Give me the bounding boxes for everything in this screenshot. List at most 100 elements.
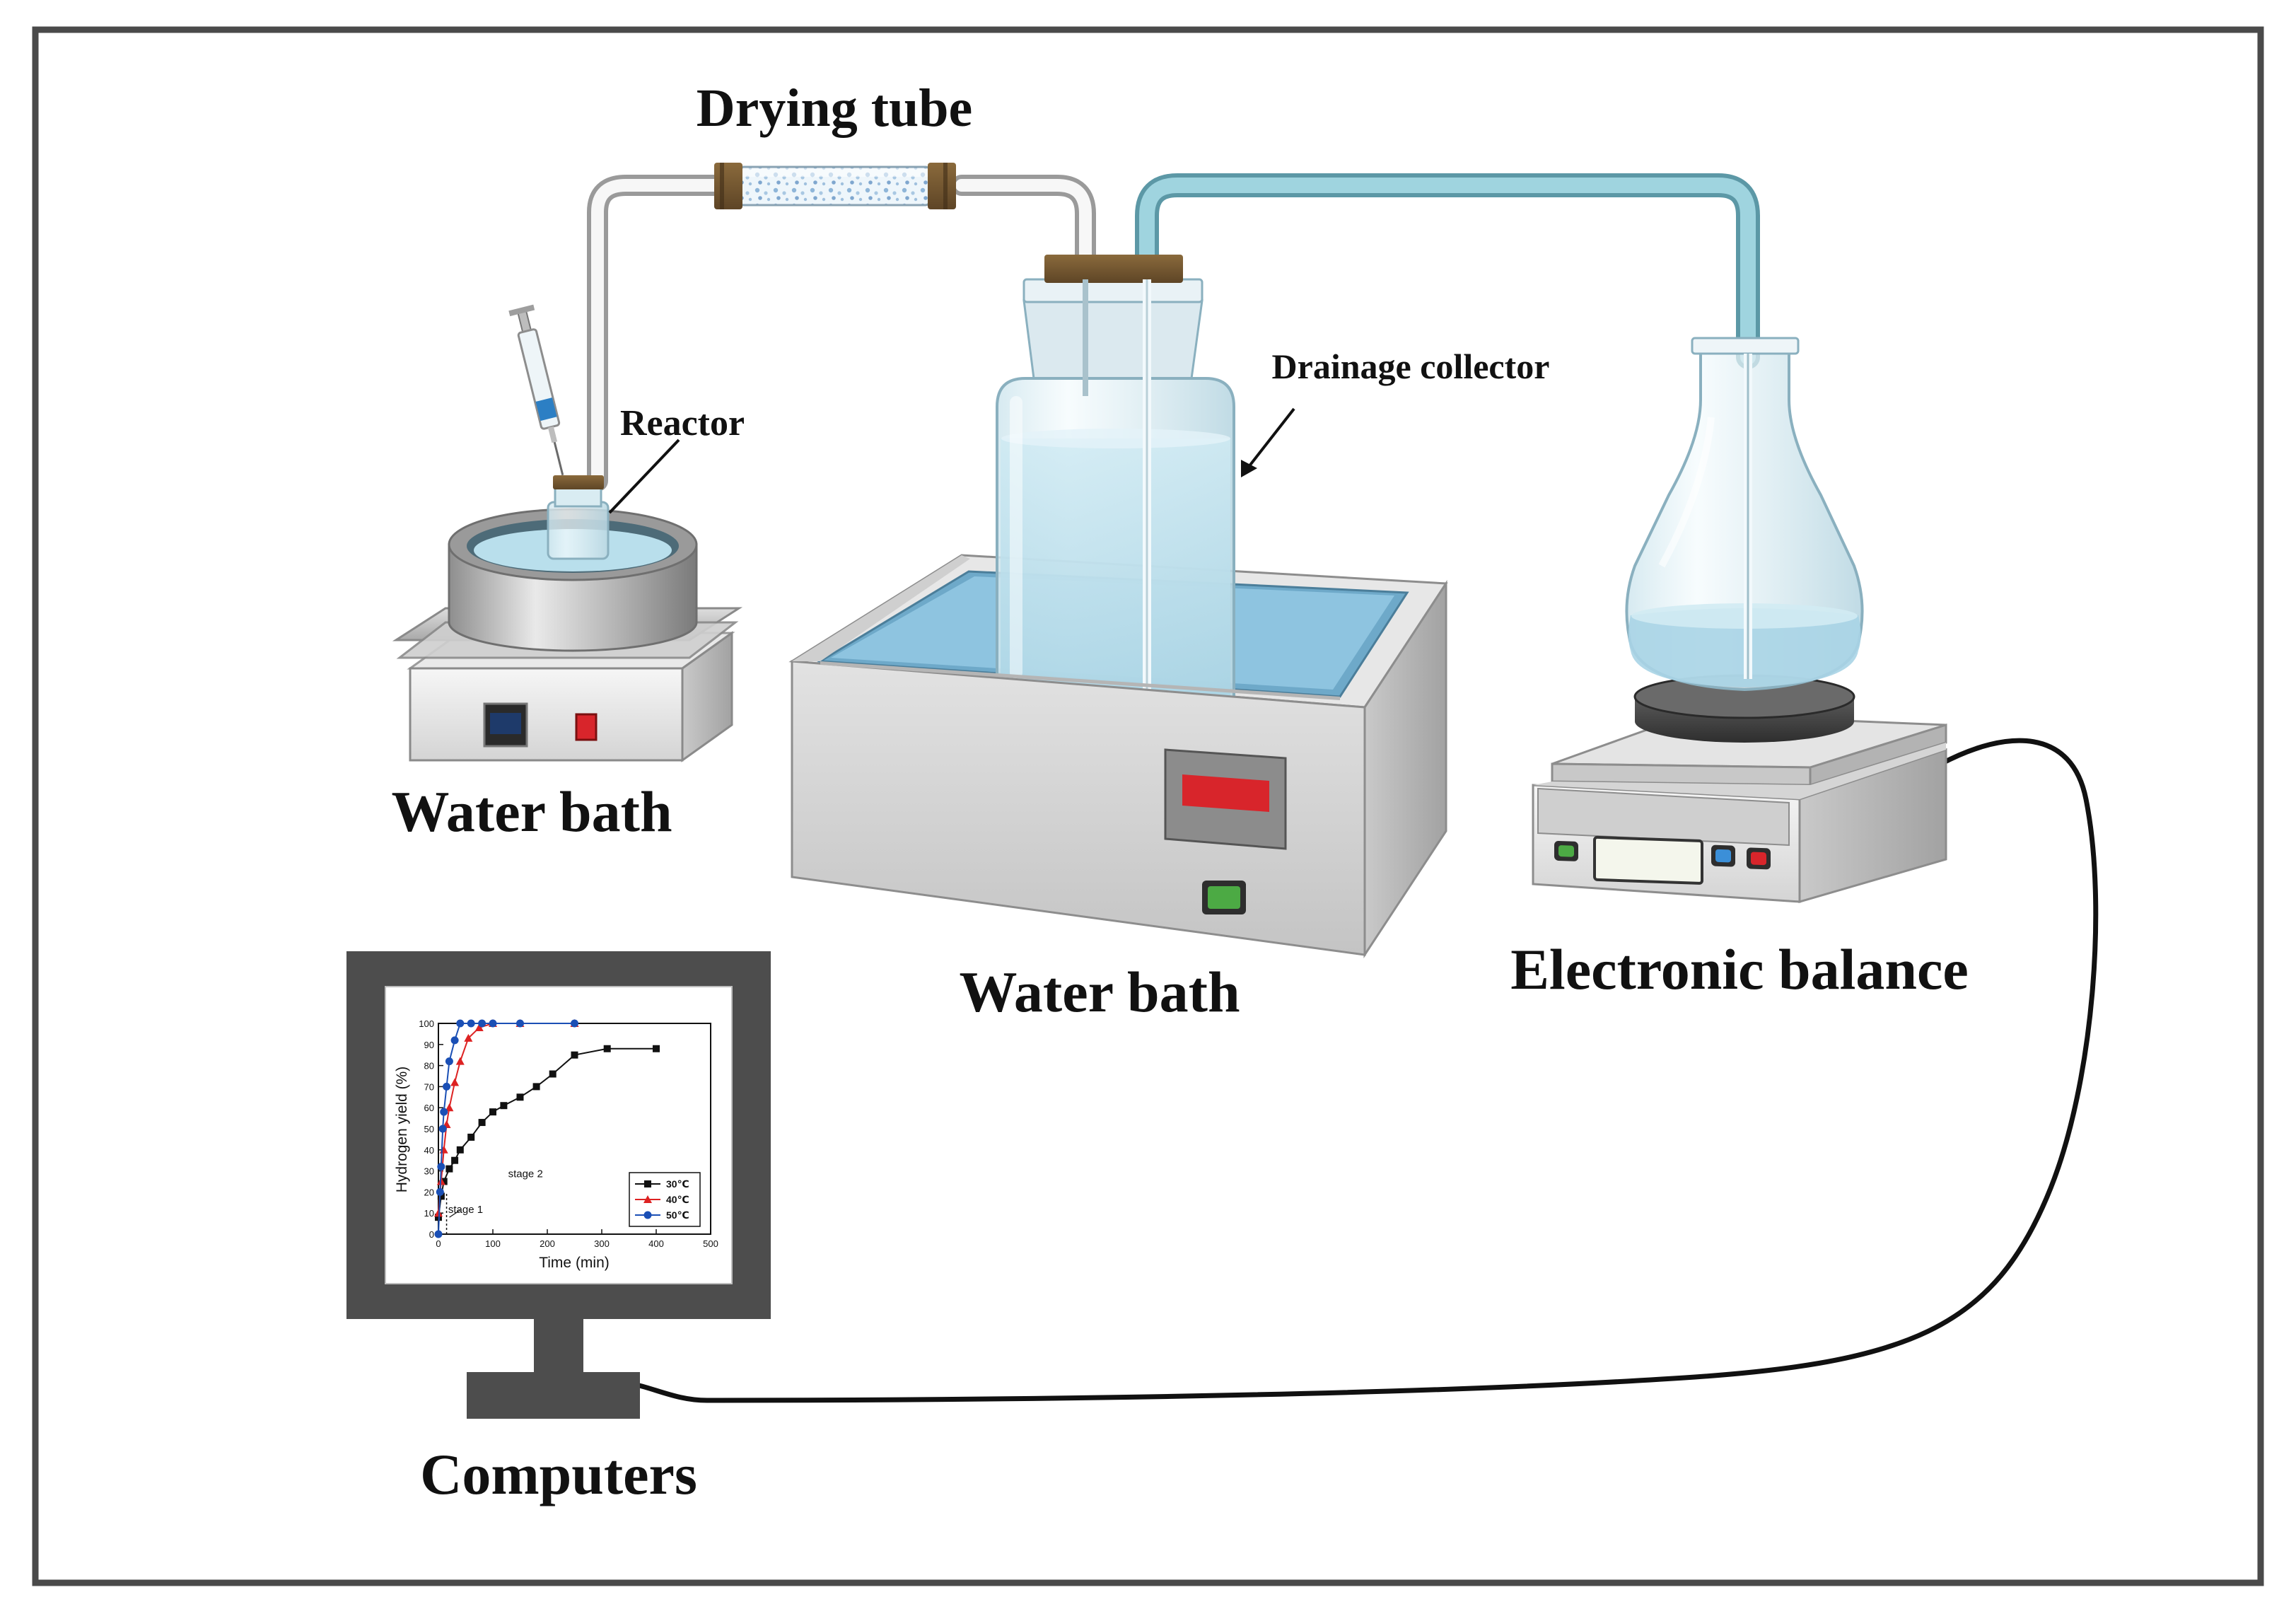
drying-tube (714, 163, 956, 209)
blue-tube (1135, 173, 1760, 369)
legend-swatch-marker (644, 1180, 651, 1187)
legend-label: 40℃ (666, 1194, 689, 1205)
y-tick-label: 0 (429, 1229, 434, 1240)
computer-monitor (346, 951, 771, 1419)
x-tick-label: 0 (436, 1238, 441, 1249)
glass-tube-middle (951, 175, 1096, 272)
series-3-point (436, 1187, 444, 1196)
series-1-point (489, 1108, 496, 1116)
center-bath-display (1182, 774, 1269, 812)
series-line-1 (438, 1047, 656, 1218)
x-tick-label: 400 (648, 1238, 664, 1249)
series-1-point (549, 1070, 556, 1078)
label-electronic-balance: Electronic balance (1510, 937, 1969, 1001)
series-3-point (434, 1230, 443, 1238)
y-tick-label: 100 (419, 1018, 434, 1029)
chart-plot-area: 0 10 20 30 40 50 60 70 80 90 100 0 100 200 300 400 500 st… (419, 1018, 718, 1249)
series-3-point (438, 1125, 447, 1133)
x-tick-label: 300 (594, 1238, 610, 1249)
series-1-point (653, 1045, 660, 1052)
series-2-point (450, 1078, 460, 1086)
chart-xlabel: Time (min) (539, 1255, 610, 1271)
balance-display (1593, 835, 1703, 885)
chart-ylabel: Hydrogen yield (%) (394, 1067, 410, 1193)
series-2-point (464, 1033, 473, 1042)
drying-tube-stopper-right (928, 163, 956, 209)
reactor-stopper (553, 475, 604, 489)
y-tick-label: 80 (424, 1061, 434, 1071)
y-tick-label: 10 (424, 1208, 434, 1219)
series-3-point (450, 1036, 459, 1045)
series-2-point (445, 1103, 454, 1112)
series-1-point (571, 1051, 578, 1059)
drainage-collector (996, 255, 1235, 709)
heater-water-bath (392, 475, 743, 762)
y-tick-label: 30 (424, 1166, 434, 1177)
stage-1-pointer (449, 1209, 460, 1218)
series-1-point (467, 1133, 475, 1141)
legend-swatch-marker (643, 1211, 652, 1219)
chart-annotation-1: stage 2 (508, 1168, 543, 1180)
hydrogen-yield-chart: 0 10 20 30 40 50 60 70 80 90 100 0 100 200 300 400 500 st… (394, 1018, 718, 1271)
y-tick-label: 50 (424, 1124, 434, 1134)
legend-swatch-marker (643, 1195, 652, 1203)
series-3-point (478, 1019, 486, 1028)
reactor-pointer-line (608, 438, 680, 514)
reactor-bottle (547, 501, 610, 560)
collector-water (1001, 438, 1230, 704)
series-2-point (455, 1057, 465, 1065)
legend-label: 30℃ (666, 1178, 689, 1190)
monitor-neck (534, 1319, 583, 1372)
electronic-balance (1532, 674, 1947, 903)
tubing (587, 173, 2099, 1403)
series-3-point (437, 1163, 445, 1171)
label-reactor: Reactor (620, 403, 745, 443)
heater-power-switch (575, 713, 598, 741)
label-water-bath-center: Water bath (959, 960, 1240, 1024)
monitor-base (467, 1372, 640, 1419)
series-3-point (440, 1108, 448, 1116)
figure-frame (32, 26, 2264, 1586)
collector-pointer-line (1245, 407, 1295, 472)
y-tick-label: 40 (424, 1145, 434, 1156)
drying-tube-stopper-left (714, 163, 742, 209)
x-tick-label: 100 (485, 1238, 501, 1249)
series-1-point (440, 1178, 448, 1185)
legend-label: 50℃ (666, 1209, 689, 1221)
y-tick-label: 60 (424, 1103, 434, 1113)
series-3-point (516, 1019, 524, 1028)
series-1-point (445, 1165, 453, 1173)
erlenmeyer-flask (1625, 337, 1864, 692)
center-water-bath-body (791, 555, 1447, 959)
series-1-point (456, 1146, 464, 1154)
label-drainage-collector: Drainage collector (1272, 347, 1550, 386)
series-1-point (478, 1119, 486, 1127)
label-drying-tube: Drying tube (697, 79, 973, 138)
y-tick-label: 20 (424, 1187, 434, 1197)
series-1-point (500, 1102, 508, 1110)
series-3-point (489, 1019, 497, 1028)
series-1-point (532, 1083, 540, 1091)
series-3-point (445, 1057, 453, 1066)
label-water-bath-left: Water bath (391, 779, 672, 844)
y-tick-label: 70 (424, 1081, 434, 1092)
series-1-point (516, 1093, 524, 1101)
y-tick-label: 90 (424, 1040, 434, 1050)
series-1-point (437, 1192, 445, 1200)
series-3-point (443, 1082, 451, 1091)
series-2-point (474, 1023, 484, 1031)
series-3-point (456, 1019, 465, 1028)
series-1-point (451, 1156, 459, 1164)
series-3-point (467, 1019, 475, 1028)
x-tick-label: 200 (540, 1238, 555, 1249)
series-1-point (603, 1045, 611, 1052)
data-cable (634, 738, 2099, 1403)
label-computers: Computers (420, 1442, 697, 1506)
syringe (508, 304, 564, 476)
collector-stopper (1044, 255, 1183, 283)
chart-annotation-2: stage 1 (448, 1204, 483, 1216)
x-tick-label: 500 (703, 1238, 718, 1249)
series-2-point (434, 1209, 443, 1217)
series-3-point (571, 1019, 578, 1028)
